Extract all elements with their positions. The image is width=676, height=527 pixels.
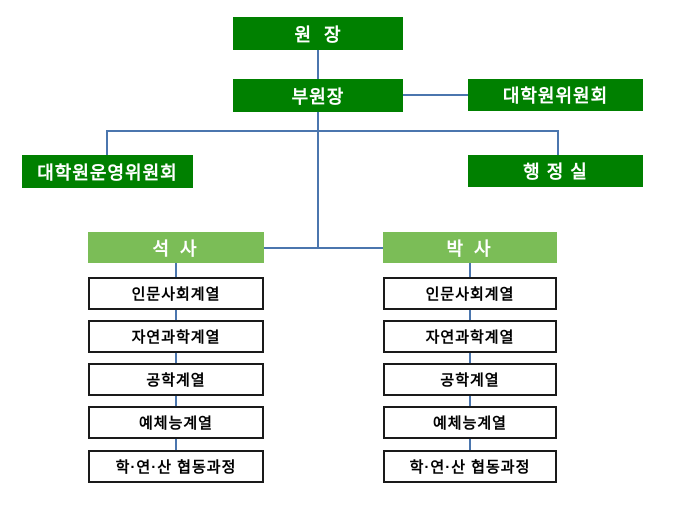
connector-masters-stub-5: [175, 439, 177, 450]
node-doctoral-division-natural-sciences: 자연과학계열: [383, 320, 557, 353]
connector-vice-down: [317, 112, 319, 248]
connector-doctoral-stub-4: [469, 396, 471, 406]
connector-masters-stub-1: [175, 263, 177, 277]
node-masters-division-cooperative-program: 학·연·산 협동과정: [88, 450, 264, 483]
connector-masters-doctoral: [264, 247, 383, 249]
connector-director-vice: [317, 50, 319, 79]
connector-drop-operating-committee: [106, 130, 108, 155]
connector-masters-stub-4: [175, 396, 177, 406]
node-masters-division-engineering: 공학계열: [88, 363, 264, 396]
connector-horizontal-wide: [106, 130, 559, 132]
node-masters-division-natural-sciences: 자연과학계열: [88, 320, 264, 353]
node-doctoral-division-arts-sports: 예체능계열: [383, 406, 557, 439]
node-masters: 석 사: [88, 232, 264, 263]
node-masters-division-arts-sports: 예체능계열: [88, 406, 264, 439]
connector-doctoral-stub-5: [469, 439, 471, 450]
node-director: 원 장: [233, 17, 403, 50]
node-doctoral-division-engineering: 공학계열: [383, 363, 557, 396]
node-admin-office: 행 정 실: [468, 155, 643, 187]
connector-doctoral-stub-3: [469, 353, 471, 363]
connector-masters-stub-2: [175, 310, 177, 320]
node-masters-division-humanities: 인문사회계열: [88, 277, 264, 310]
connector-doctoral-stub-2: [469, 310, 471, 320]
node-doctoral-division-humanities: 인문사회계열: [383, 277, 557, 310]
node-doctoral: 박 사: [383, 232, 557, 263]
connector-drop-admin-office: [557, 130, 559, 155]
connector-vice-graduate-committee: [403, 94, 468, 96]
node-operating-committee: 대학원운영위원회: [22, 155, 193, 188]
node-graduate-committee: 대학원위원회: [468, 79, 643, 111]
node-doctoral-division-cooperative-program: 학·연·산 협동과정: [383, 450, 557, 483]
node-vice-director: 부원장: [233, 79, 403, 112]
connector-masters-stub-3: [175, 353, 177, 363]
connector-doctoral-stub-1: [469, 263, 471, 277]
